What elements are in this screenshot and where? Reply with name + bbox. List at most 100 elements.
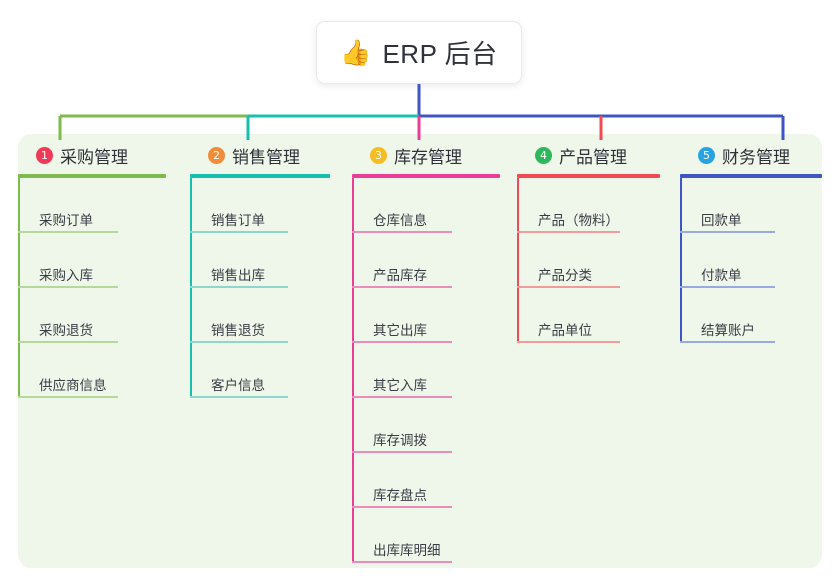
leaf-underline xyxy=(352,561,452,563)
branch-spine xyxy=(352,178,354,563)
branch-column-5: 5 财务管理回款单付款单结算账户 xyxy=(680,143,822,343)
leaf-item[interactable]: 产品库存 xyxy=(352,233,500,288)
leaf-underline xyxy=(18,341,118,343)
branch-column-4: 4 产品管理产品（物料） 产品分类产品单位 xyxy=(517,143,660,343)
leaf-label: 产品分类 xyxy=(538,268,592,283)
leaf-label: 客户信息 xyxy=(211,378,265,393)
branch-column-2: 2 销售管理销售订单销售出库销售退货客户信息 xyxy=(190,143,330,398)
leaf-underline xyxy=(352,341,452,343)
leaf-underline xyxy=(352,396,452,398)
leaf-item[interactable]: 采购订单 xyxy=(18,178,166,233)
leaf-item[interactable]: 其它出库 xyxy=(352,288,500,343)
branch-number-badge: 4 xyxy=(535,146,552,164)
leaf-item[interactable]: 供应商信息 xyxy=(18,343,166,398)
leaf-item[interactable]: 仓库信息 xyxy=(352,178,500,233)
branch-number-badge: 3 xyxy=(370,146,387,164)
branch-label: 库存管理 xyxy=(394,147,462,167)
branch-header-4[interactable]: 4 产品管理 xyxy=(517,143,660,167)
branches-panel xyxy=(18,134,822,568)
leaf-underline xyxy=(517,341,620,343)
branch-spine xyxy=(190,178,192,398)
leaf-underline xyxy=(190,341,288,343)
leaf-label: 采购入库 xyxy=(39,268,93,283)
leaf-item[interactable]: 销售退货 xyxy=(190,288,330,343)
branch-number-badge: 1 xyxy=(36,146,53,164)
leaf-item[interactable]: 采购退货 xyxy=(18,288,166,343)
leaf-item[interactable]: 其它入库 xyxy=(352,343,500,398)
branch-underline xyxy=(352,174,500,178)
leaf-label: 回款单 xyxy=(701,213,742,228)
branch-header-2[interactable]: 2 销售管理 xyxy=(190,143,330,167)
leaf-underline xyxy=(352,506,452,508)
branch-header-1[interactable]: 1 采购管理 xyxy=(18,143,166,167)
leaf-label: 采购订单 xyxy=(39,213,93,228)
branch-label: 销售管理 xyxy=(232,147,300,167)
leaf-underline xyxy=(190,231,288,233)
root-node[interactable]: 👍 ERP 后台 xyxy=(316,21,522,84)
branch-column-3: 3 库存管理仓库信息产品库存其它出库其它入库库存调拨库存盘点出库库明细 xyxy=(352,143,500,563)
leaf-underline xyxy=(680,341,775,343)
branch-spine xyxy=(680,178,682,343)
leaf-label: 出库库明细 xyxy=(373,543,441,558)
leaf-label: 产品（物料） xyxy=(538,213,619,228)
leaf-label: 产品单位 xyxy=(538,323,592,338)
branch-underline xyxy=(680,174,822,178)
branch-header-3[interactable]: 3 库存管理 xyxy=(352,143,500,167)
branch-spine xyxy=(18,178,20,398)
leaf-underline xyxy=(18,286,118,288)
leaf-underline xyxy=(352,451,452,453)
leaf-label: 产品库存 xyxy=(373,268,427,283)
leaf-item[interactable]: 产品分类 xyxy=(517,233,660,288)
thumbs-up-icon: 👍 xyxy=(340,38,372,67)
leaf-list: 回款单付款单结算账户 xyxy=(680,178,822,343)
leaf-list: 产品（物料） 产品分类产品单位 xyxy=(517,178,660,343)
leaf-underline xyxy=(190,396,288,398)
branch-column-1: 1 采购管理采购订单采购入库采购退货供应商信息 xyxy=(18,143,166,398)
leaf-underline xyxy=(680,231,775,233)
leaf-list: 采购订单采购入库采购退货供应商信息 xyxy=(18,178,166,398)
leaf-label: 采购退货 xyxy=(39,323,93,338)
leaf-label: 其它入库 xyxy=(373,378,427,393)
leaf-list: 销售订单销售出库销售退货客户信息 xyxy=(190,178,330,398)
leaf-underline xyxy=(517,231,620,233)
leaf-item[interactable]: 付款单 xyxy=(680,233,822,288)
branch-label: 产品管理 xyxy=(559,147,627,167)
leaf-label: 库存调拨 xyxy=(373,433,427,448)
leaf-underline xyxy=(18,396,118,398)
branch-label: 财务管理 xyxy=(722,147,790,167)
branch-header-5[interactable]: 5 财务管理 xyxy=(680,143,822,167)
leaf-item[interactable]: 产品单位 xyxy=(517,288,660,343)
leaf-label: 付款单 xyxy=(701,268,742,283)
leaf-item[interactable]: 库存盘点 xyxy=(352,453,500,508)
leaf-item[interactable]: 销售订单 xyxy=(190,178,330,233)
root-title: ERP 后台 xyxy=(382,39,498,69)
leaf-underline xyxy=(352,286,452,288)
leaf-item[interactable]: 产品（物料） xyxy=(517,178,660,233)
leaf-item[interactable]: 库存调拨 xyxy=(352,398,500,453)
branch-label: 采购管理 xyxy=(60,147,128,167)
leaf-underline xyxy=(352,231,452,233)
leaf-list: 仓库信息产品库存其它出库其它入库库存调拨库存盘点出库库明细 xyxy=(352,178,500,563)
leaf-item[interactable]: 结算账户 xyxy=(680,288,822,343)
leaf-label: 结算账户 xyxy=(701,323,755,338)
branch-number-badge: 2 xyxy=(208,146,225,164)
leaf-underline xyxy=(18,231,118,233)
branch-spine xyxy=(517,178,519,343)
leaf-underline xyxy=(517,286,620,288)
leaf-item[interactable]: 客户信息 xyxy=(190,343,330,398)
leaf-item[interactable]: 销售出库 xyxy=(190,233,330,288)
leaf-item[interactable]: 出库库明细 xyxy=(352,508,500,563)
leaf-label: 仓库信息 xyxy=(373,213,427,228)
leaf-label: 销售退货 xyxy=(211,323,265,338)
leaf-underline xyxy=(190,286,288,288)
leaf-item[interactable]: 采购入库 xyxy=(18,233,166,288)
leaf-label: 其它出库 xyxy=(373,323,427,338)
leaf-underline xyxy=(680,286,775,288)
branch-number-badge: 5 xyxy=(698,146,715,164)
leaf-label: 库存盘点 xyxy=(373,488,427,503)
branch-underline xyxy=(18,174,166,178)
leaf-label: 销售订单 xyxy=(211,213,265,228)
leaf-item[interactable]: 回款单 xyxy=(680,178,822,233)
branch-underline xyxy=(517,174,660,178)
